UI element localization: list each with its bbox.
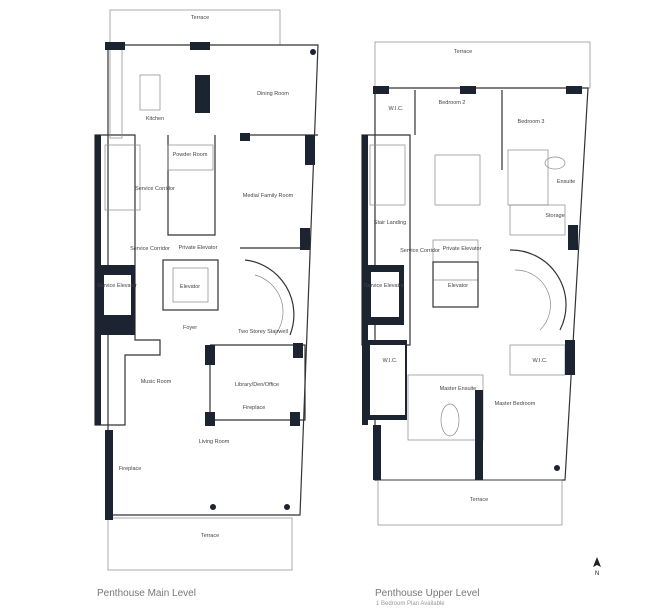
wall xyxy=(373,86,389,94)
north-label: N xyxy=(595,571,599,577)
room-label: Master Ensuite xyxy=(440,386,477,392)
service-elevator-shaft xyxy=(371,272,399,317)
room-label: Service Elevator xyxy=(97,283,137,289)
service-elevator-shaft xyxy=(104,275,131,315)
curved-stair-inner xyxy=(254,274,284,336)
upper-level-plan: Terrace W.I.C. Bedroom 2 Bedroom 3 Ensui… xyxy=(361,41,591,607)
upper-elevator-box xyxy=(432,261,479,308)
wall xyxy=(290,412,300,426)
room-label: Terrace xyxy=(201,533,219,539)
room-label: Private Elevator xyxy=(179,245,218,251)
private-elevator-box xyxy=(432,239,479,281)
main-service-column xyxy=(94,134,161,426)
room-label: Service Corridor xyxy=(130,246,170,252)
column xyxy=(554,465,560,471)
wall xyxy=(565,340,575,375)
room-label: Master Bedroom xyxy=(495,401,536,407)
room-label: Private Elevator xyxy=(443,246,482,252)
wall xyxy=(190,42,210,50)
storage xyxy=(509,204,566,236)
room-label: Terrace xyxy=(470,497,488,503)
room-label: Library/Den/Office xyxy=(235,382,279,388)
curved-stair xyxy=(244,259,295,336)
room-label: Terrace xyxy=(454,49,472,55)
wall xyxy=(293,343,303,358)
wall xyxy=(568,225,578,250)
north-arrow-icon xyxy=(593,557,601,567)
wall xyxy=(105,430,113,520)
main-bottom-terrace-outline xyxy=(107,517,293,571)
wall xyxy=(460,86,476,94)
kitchen-counter xyxy=(109,47,123,139)
elevator-cab xyxy=(172,267,209,303)
room-label: Elevator xyxy=(448,283,468,289)
room-label: Service Elevator xyxy=(364,283,404,289)
master-bathtub xyxy=(440,403,460,437)
room-label: Service Corridor xyxy=(400,248,440,254)
room-label: Terrace xyxy=(191,15,209,21)
room-label: Elevator xyxy=(180,284,200,290)
upper-top-terrace-outline xyxy=(374,41,591,89)
wall xyxy=(205,345,215,365)
wall xyxy=(362,135,368,425)
wall xyxy=(475,390,483,480)
wall xyxy=(566,86,582,94)
north-arrow: N xyxy=(593,557,601,577)
curved-stair-inner xyxy=(514,269,551,331)
room-label: Two Storey Stairwell xyxy=(238,329,288,335)
room-label: Bedroom 2 xyxy=(439,100,466,106)
column xyxy=(210,504,216,510)
column xyxy=(310,49,316,55)
room-label: Stair Landing xyxy=(374,220,406,226)
room-label: Living Room xyxy=(199,439,230,445)
room-label: W.I.C. xyxy=(383,358,398,364)
room-label: Foyer xyxy=(183,325,197,331)
room-label: Kitchen xyxy=(146,116,164,122)
closet-block xyxy=(434,154,481,206)
bathtub xyxy=(544,156,566,170)
main-elevator-box xyxy=(162,259,219,311)
wall xyxy=(240,133,250,141)
wall xyxy=(95,135,101,425)
room-label: Music Room xyxy=(141,379,172,385)
wall xyxy=(105,42,125,50)
room-label: W.I.C. xyxy=(389,106,404,112)
bedroom-3-ensuite xyxy=(507,149,549,206)
wall xyxy=(195,75,210,113)
upper-bottom-terrace-outline xyxy=(377,479,563,526)
room-label: Ensuite xyxy=(557,179,575,185)
upper-stair xyxy=(369,144,406,206)
powder-room xyxy=(167,144,214,171)
upper-level-subcaption: 1 Bedroom Plan Available xyxy=(376,601,445,607)
room-label: Media/ Family Room xyxy=(243,193,294,199)
room-label: Fireplace xyxy=(243,405,266,411)
column xyxy=(284,504,290,510)
room-label: W.I.C. xyxy=(533,358,548,364)
library-walls xyxy=(209,344,306,421)
wall xyxy=(373,425,381,480)
room-label: Fireplace xyxy=(119,466,142,472)
master-ensuite-room xyxy=(407,374,484,441)
room-label: Service Corridor xyxy=(135,186,175,192)
room-label: Storage xyxy=(545,213,564,219)
kitchen-island xyxy=(139,74,161,111)
main-exterior-outline xyxy=(107,44,319,516)
wall xyxy=(205,412,215,426)
upper-level-caption: Penthouse Upper Level xyxy=(375,588,480,599)
wic-2-room xyxy=(370,345,405,415)
main-level-caption: Penthouse Main Level xyxy=(97,588,196,599)
room-label: Powder Room xyxy=(173,152,208,158)
curved-stair xyxy=(509,249,567,331)
wall xyxy=(305,135,315,165)
main-stair xyxy=(104,144,141,211)
core-wall xyxy=(167,135,216,236)
wall xyxy=(300,228,310,250)
room-label: Bedroom 3 xyxy=(518,119,545,125)
room-label: Dining Room xyxy=(257,91,289,97)
main-level-plan: Terrace Kitchen Dining Room Powder Room … xyxy=(94,9,319,599)
